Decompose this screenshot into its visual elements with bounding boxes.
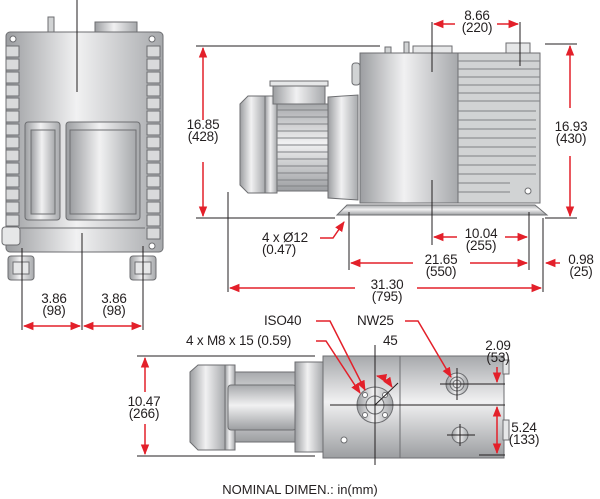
dim-exhaust-offset: 2.09 (53) [478,338,518,365]
callout-iso40: ISO40 [264,313,302,328]
dim-value-in: 16.85 [186,117,220,132]
dim-value-in: 16.93 [554,119,588,134]
dim-center-to-foot: 10.04 (255) [458,226,504,253]
callout-angle: 45 [383,333,398,348]
dim-mount-holes: 4 x Ø12 (0.47) [262,230,308,257]
dim-top-width: 8.66 (220) [455,8,499,35]
dim-value-in: 2.09 [485,338,511,353]
dim-foot-right: 3.86 (98) [94,291,134,318]
dim-foot-left: 3.86 (98) [34,291,74,318]
dim-value-in: 8.66 [464,8,490,23]
dim-value-mm: (53) [486,350,510,365]
top-view [189,355,510,459]
callout-nw25: NW25 [357,313,394,328]
dim-value-mm: (133) [508,432,540,447]
dim-value-mm: (266) [128,406,160,421]
dim-value-mm: (25) [569,264,593,279]
dim-foot-spacing: 21.65 (550) [418,252,464,279]
dim-top-width: 10.47 (266) [122,394,166,421]
dim-height-left: 16.85 (428) [180,117,226,144]
dim-foot-overhang: 0.98 (25) [562,252,600,279]
dim-value-in: 4 x Ø12 [262,230,308,245]
dim-value-mm: (795) [371,289,403,304]
dim-value-mm: (0.47) [262,242,297,257]
dim-value-in: 5.24 [511,420,537,435]
dim-value-mm: (98) [42,303,66,318]
side-view [239,41,549,216]
end-view [1,16,164,281]
dim-value-in: 0.98 [568,252,594,267]
dim-value-in: 21.65 [424,252,458,267]
dim-lower-offset: 5.24 (133) [502,420,546,447]
top-view-dimensions [137,320,505,465]
dim-value-in: 3.86 [41,291,67,306]
end-view-dimensions [21,0,144,331]
units-caption: NOMINAL DIMEN.: in(mm) [222,482,378,497]
dim-value-mm: (255) [465,238,497,253]
dim-value-mm: (220) [461,20,493,35]
side-view-dimensions [196,19,577,293]
dim-value-in: 3.86 [101,291,127,306]
dim-height-right: 16.93 (430) [548,119,594,146]
dim-value-mm: (428) [187,129,219,144]
dim-value-in: 10.04 [464,226,498,241]
dim-overall-length: 31.30 (795) [362,277,412,304]
dim-value-mm: (550) [425,264,457,279]
dim-value-in: 10.47 [127,394,161,409]
callout-bolts: 4 x M8 x 15 (0.59) [186,333,292,348]
dim-value-in: 31.30 [370,277,404,292]
dim-value-mm: (98) [102,303,126,318]
dim-value-mm: (430) [555,131,587,146]
